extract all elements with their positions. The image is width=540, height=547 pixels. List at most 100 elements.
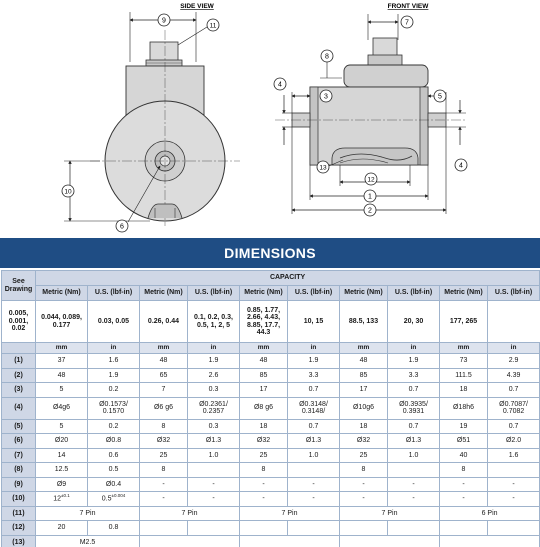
row-label: (9) [1, 476, 36, 492]
table-cell: - [339, 491, 388, 507]
row-label: (12) [1, 520, 36, 536]
callout-7: 7 [405, 20, 409, 27]
table-cell: 0.7 [387, 418, 440, 434]
callout-4-left: 4 [278, 82, 282, 89]
table-cell: 37 [35, 353, 88, 369]
unit-header-cell: Metric (Nm) [339, 285, 388, 301]
table-cell: Ø9 [35, 476, 88, 492]
table-cell: 111.5 [439, 367, 488, 383]
unit-cell: in [187, 342, 240, 354]
unit-header-cell: U.S. (lbf-in) [287, 285, 340, 301]
table-cell: 0.7 [287, 382, 340, 398]
table-cell: Ø1.3 [287, 433, 340, 449]
row-label: (8) [1, 462, 36, 478]
table-cell: 0.3 [187, 418, 240, 434]
row-label: (1) [1, 353, 36, 369]
table-cell: 85 [339, 367, 388, 383]
table-cell: 73 [439, 353, 488, 369]
table-cell: 12±0.1 [35, 491, 88, 507]
callout-5: 5 [438, 94, 442, 101]
table-cell: - [387, 491, 440, 507]
table-cell: 2.6 [187, 367, 240, 383]
table-cell: 1.6 [87, 353, 140, 369]
table-cell: Ø51 [439, 433, 488, 449]
table-cell [287, 520, 340, 536]
table-cell: 65 [139, 367, 188, 383]
front-view-title: FRONT VIEW [388, 3, 430, 10]
table-cell: 0.8 [87, 520, 140, 536]
table-cell: 0.6 [87, 447, 140, 463]
units-row-label [1, 342, 36, 354]
table-cell: 2.9 [486, 353, 540, 369]
callout-3: 3 [324, 94, 328, 101]
callout-10: 10 [64, 189, 72, 196]
callout-1: 1 [368, 194, 372, 201]
unit-cell: in [287, 342, 340, 354]
table-cell: 25 [239, 447, 288, 463]
table-cell: 0.7 [486, 382, 540, 398]
table-cell: Ø0.4 [87, 476, 140, 492]
side-view-title: SIDE VIEW [180, 3, 214, 10]
table-cell: M2.5 [35, 534, 140, 547]
table-cell [239, 534, 340, 547]
table-cell: Ø0.8 [87, 433, 140, 449]
table-cell: 0.7 [486, 418, 540, 434]
table-cell: 25 [339, 447, 388, 463]
table-cell: Ø0.1573/ 0.1570 [87, 396, 140, 420]
table-cell: - [139, 476, 188, 492]
table-cell: Ø0.7087/ 0.7082 [486, 396, 540, 420]
table-cell [239, 520, 288, 536]
unit-cell: mm [439, 342, 488, 354]
callout-12: 12 [367, 177, 375, 184]
cell-value: 0.5 [101, 495, 112, 503]
table-cell: - [139, 491, 188, 507]
unit-header-cell: U.S. (lbf-in) [87, 285, 140, 301]
table-cell: 48 [339, 353, 388, 369]
table-cell: 1.0 [187, 447, 240, 463]
unit-header-cell: U.S. (lbf-in) [387, 285, 440, 301]
table-cell: Ø20 [35, 433, 88, 449]
table-cell [438, 534, 540, 547]
table-cell: - [339, 476, 388, 492]
table-cell: Ø32 [339, 433, 388, 449]
table-cell [287, 462, 340, 478]
callout-2: 2 [368, 208, 372, 215]
capacity-cell: 0.03, 0.05 [87, 300, 140, 343]
table-cell: - [486, 491, 540, 507]
table-cell: 0.3 [187, 382, 240, 398]
table-cell: Ø6 g6 [139, 396, 188, 420]
row-label: (2) [1, 367, 36, 383]
table-cell: 7 Pin [35, 505, 140, 521]
row-label: (11) [1, 505, 36, 521]
table-cell: 0.2 [87, 418, 140, 434]
table-cell: Ø10g6 [339, 396, 388, 420]
table-cell: 7 [139, 382, 188, 398]
table-cell [387, 462, 440, 478]
table-cell: 48 [139, 353, 188, 369]
table-cell: 0.2 [87, 382, 140, 398]
table-cell: 48 [239, 353, 288, 369]
row-label: (7) [1, 447, 36, 463]
table-cell: 14 [35, 447, 88, 463]
tolerance-note: ±0.004 [111, 493, 126, 499]
table-cell [339, 534, 440, 547]
unit-header-cell: Metric (Nm) [239, 285, 288, 301]
table-cell: 8 [339, 462, 388, 478]
table-cell: 12.5 [35, 462, 88, 478]
table-cell: - [439, 476, 488, 492]
table-cell: 7 Pin [139, 505, 240, 521]
table-cell: - [187, 491, 240, 507]
callout-6: 6 [120, 224, 124, 231]
unit-cell: in [486, 342, 540, 354]
table-cell: 8 [439, 462, 488, 478]
table-cell: 19 [439, 418, 488, 434]
table-cell: - [486, 476, 540, 492]
table-cell: Ø18h6 [439, 396, 488, 420]
callout-8: 8 [325, 54, 329, 61]
table-cell: 48 [35, 367, 88, 383]
table-cell: - [439, 491, 488, 507]
